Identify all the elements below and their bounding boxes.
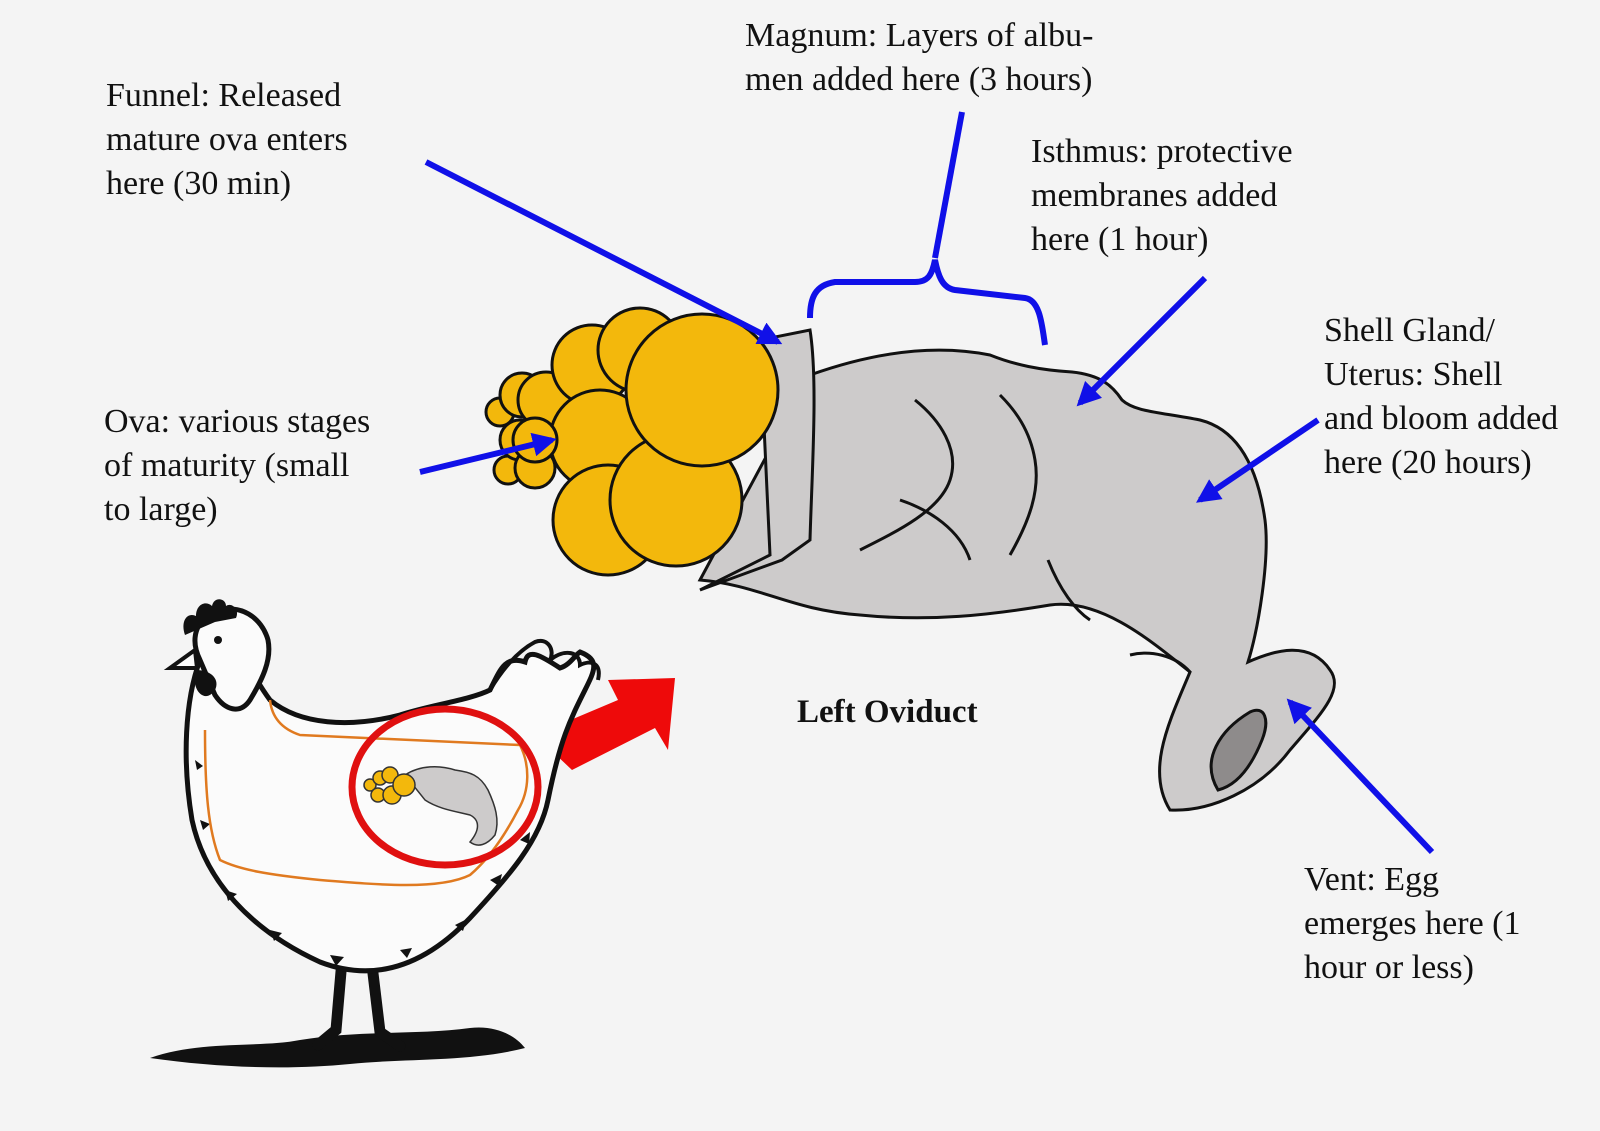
shell-gland-label-line: and bloom added [1324, 400, 1559, 437]
isthmus-label-line: Isthmus: protective [1031, 133, 1293, 170]
hen-comb [183, 599, 238, 635]
magnum-label-line: Magnum: Layers of albu- [745, 17, 1094, 54]
vent-opening [1209, 708, 1268, 792]
ova-label: Ova: various stages of maturity (small t… [104, 400, 370, 532]
ova-label-line: of maturity (small [104, 447, 350, 484]
funnel-pointer-arrow [424, 159, 783, 345]
shell-gland-label-line: here (20 hours) [1324, 444, 1532, 481]
vent-label-line: Vent: Egg [1304, 861, 1440, 898]
hen-tail [488, 638, 601, 692]
ova-label-line: to large) [104, 491, 218, 528]
isthmus-pointer-arrow [1076, 275, 1208, 407]
magnum-label-line: men added here (3 hours) [745, 61, 1093, 98]
funnel-label: Funnel: Released mature ova enters here … [106, 74, 348, 206]
vent-label: Vent: Egg emerges here (1 hour or less) [1304, 858, 1520, 990]
hen-wattle [194, 670, 217, 697]
oviduct-coil-lines [859, 393, 1192, 674]
funnel-label-line: here (30 min) [106, 165, 292, 202]
hen-legs [312, 954, 406, 1052]
funnel-label-line: mature ova enters [106, 121, 348, 158]
red-circle-callout [348, 705, 542, 869]
diagram-title: Left Oviduct [797, 694, 978, 730]
hen-beak [163, 646, 200, 670]
vent-pointer-arrow [1286, 698, 1435, 855]
big-red-arrow [535, 678, 675, 770]
magnum-pointer-arrow [932, 111, 965, 259]
ova-pointer-arrow [419, 432, 557, 475]
vent-label-line: emerges here (1 [1304, 905, 1521, 942]
isthmus-label-line: here (1 hour) [1031, 221, 1209, 258]
ova-cluster [484, 306, 780, 577]
pointer-arrows [419, 111, 1435, 855]
hen-body-cavity-outline [203, 699, 529, 887]
ova-label-line: Ova: various stages [104, 403, 371, 440]
oviduct-illustration [697, 328, 1336, 812]
vent-label-line: hour or less) [1304, 949, 1474, 986]
shell-gland-label-line: Shell Gland/ [1324, 312, 1495, 349]
funnel-label-line: Funnel: Released [106, 77, 342, 114]
isthmus-label-line: membranes added [1031, 177, 1278, 214]
shell-gland-label-line: Uterus: Shell [1324, 356, 1503, 393]
hen-illustration [150, 599, 601, 1068]
shell-gland-pointer-arrow [1196, 417, 1320, 503]
hen-ground [150, 1027, 525, 1068]
funnel-flare [699, 328, 816, 592]
hen-eye [214, 636, 222, 644]
mini-oviduct [363, 765, 498, 846]
isthmus-label: Isthmus: protective membranes added here… [1031, 130, 1293, 262]
magnum-label: Magnum: Layers of albu- men added here (… [745, 14, 1093, 102]
magnum-bracket [807, 259, 1048, 346]
shell-gland-label: Shell Gland/ Uterus: Shell and bloom add… [1324, 309, 1558, 485]
ovum-large-2 [624, 312, 780, 468]
hen-speckles [195, 760, 530, 966]
oviduct-body [697, 348, 1336, 812]
